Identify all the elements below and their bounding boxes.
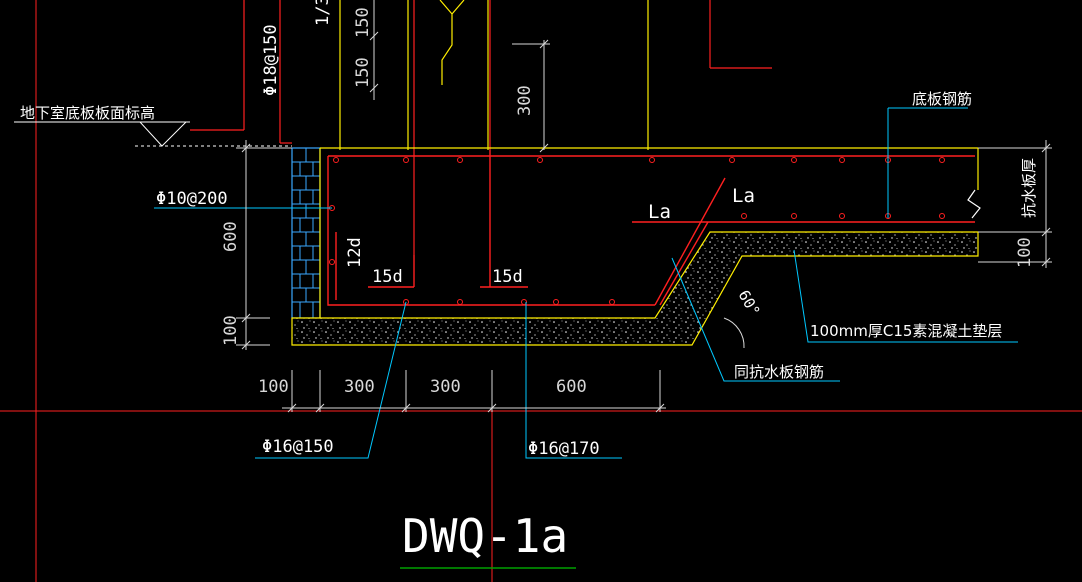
dim-600-vertical: 600: [221, 221, 241, 252]
leader-lines: [154, 107, 1018, 459]
dim-300-vertical: 300: [515, 85, 535, 116]
bottom-bar-label-2: Φ16@170: [528, 439, 600, 459]
dim-150-b: 150: [353, 57, 373, 88]
dim-100-right: 100: [1015, 237, 1035, 268]
la-label-2: La: [732, 185, 755, 207]
slab-thickness-label: 抗水板厚: [1020, 158, 1038, 218]
floor-elevation-label: 地下室底板板面标高: [20, 104, 155, 122]
angle-label: 60°: [735, 287, 764, 319]
rebar-dots: [329, 157, 945, 305]
wall-rebar-label: Φ18@150: [261, 24, 281, 96]
la-label-1: La: [648, 201, 671, 223]
dim-150-a: 150: [353, 7, 373, 38]
bottom-bar-label-1: Φ16@150: [262, 437, 334, 457]
elevation-marker: [14, 121, 292, 147]
brick-wall: [291, 147, 321, 319]
distribution-rebar-label: Φ10@200: [156, 189, 228, 209]
top-fragments: [190, 0, 772, 255]
dim-300-horizontal-b: 300: [430, 377, 461, 397]
dim-300-horizontal-a: 300: [344, 377, 375, 397]
dim-100-horizontal: 100: [258, 377, 289, 397]
anchor-12d-label: 12d: [345, 237, 365, 268]
slab-outline: [319, 147, 979, 318]
drawing-title: DWQ-1a: [402, 509, 568, 563]
anchor-15d-label-2: 15d: [492, 267, 523, 287]
break-symbol: [967, 189, 981, 219]
anchor-15d-label-1: 15d: [372, 267, 403, 287]
cushion-label: 100mm厚C15素混凝土垫层: [810, 322, 1002, 340]
dim-100-vertical: 100: [221, 315, 241, 346]
same-rebar-label: 同抗水板钢筋: [734, 363, 824, 381]
dim-600-horizontal: 600: [556, 377, 587, 397]
partial-label: 1/3: [313, 0, 333, 26]
rebar-lines: [327, 150, 975, 306]
concrete-cushion: [291, 231, 979, 346]
dimension-lines: [236, 0, 1052, 413]
bottom-rebar-label: 底板钢筋: [912, 90, 972, 108]
